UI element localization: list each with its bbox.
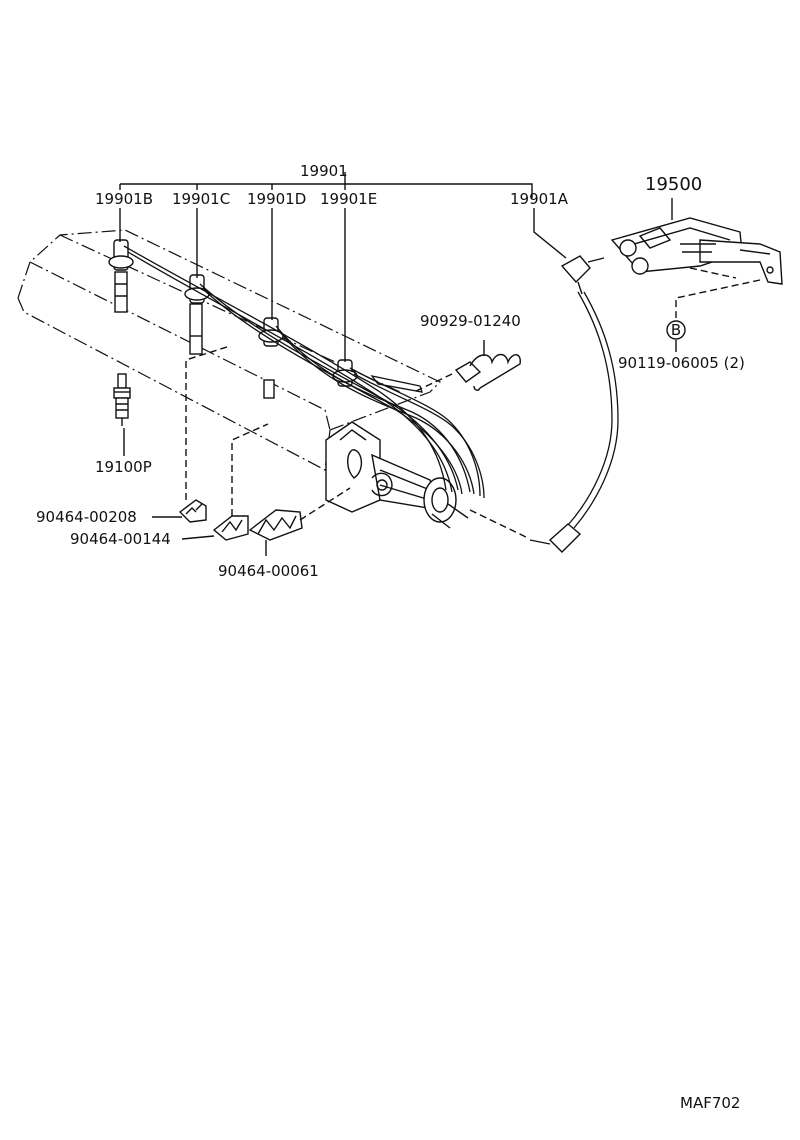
label-leaders bbox=[152, 516, 215, 540]
label-coil: 19500 bbox=[645, 174, 702, 195]
label-bolt: 90119-06005 (2) bbox=[618, 354, 745, 372]
clip-90464-00144 bbox=[212, 423, 269, 541]
wire-clamp-top bbox=[413, 340, 521, 393]
footer-code: MAF702 bbox=[680, 1094, 740, 1112]
coil-lead-wire bbox=[469, 255, 619, 553]
distributor bbox=[325, 421, 469, 529]
label-clamp-top: 90929-01240 bbox=[420, 312, 521, 330]
label-wire-b: 19901B bbox=[95, 190, 153, 208]
label-wire-a: 19901A bbox=[510, 190, 569, 208]
label-clip-3: 90464-00061 bbox=[218, 562, 319, 580]
ignition-coil bbox=[610, 198, 783, 318]
label-harness: 19901 bbox=[300, 162, 348, 180]
plug-boot-1 bbox=[108, 239, 134, 313]
clip-90464-00208 bbox=[178, 345, 231, 523]
label-clip-1: 90464-00208 bbox=[36, 508, 137, 526]
labels: 19901 19901B 19901C 19901D 19901E 19901A… bbox=[36, 162, 745, 1112]
plug-boot-2 bbox=[184, 274, 210, 355]
harness-leaders bbox=[119, 172, 567, 362]
cylinder-head-cover bbox=[17, 229, 442, 471]
bolt-badge: B bbox=[666, 320, 686, 352]
label-clip-2: 90464-00144 bbox=[70, 530, 171, 548]
label-wire-c: 19901C bbox=[172, 190, 230, 208]
label-spark-plug: 19100P bbox=[95, 458, 152, 476]
spark-plug bbox=[113, 373, 131, 456]
label-wire-e: 19901E bbox=[320, 190, 377, 208]
label-wire-d: 19901D bbox=[247, 190, 306, 208]
plug-wires bbox=[123, 245, 485, 499]
clip-90464-00061 bbox=[248, 487, 351, 556]
bolt-badge-letter: B bbox=[671, 321, 681, 339]
